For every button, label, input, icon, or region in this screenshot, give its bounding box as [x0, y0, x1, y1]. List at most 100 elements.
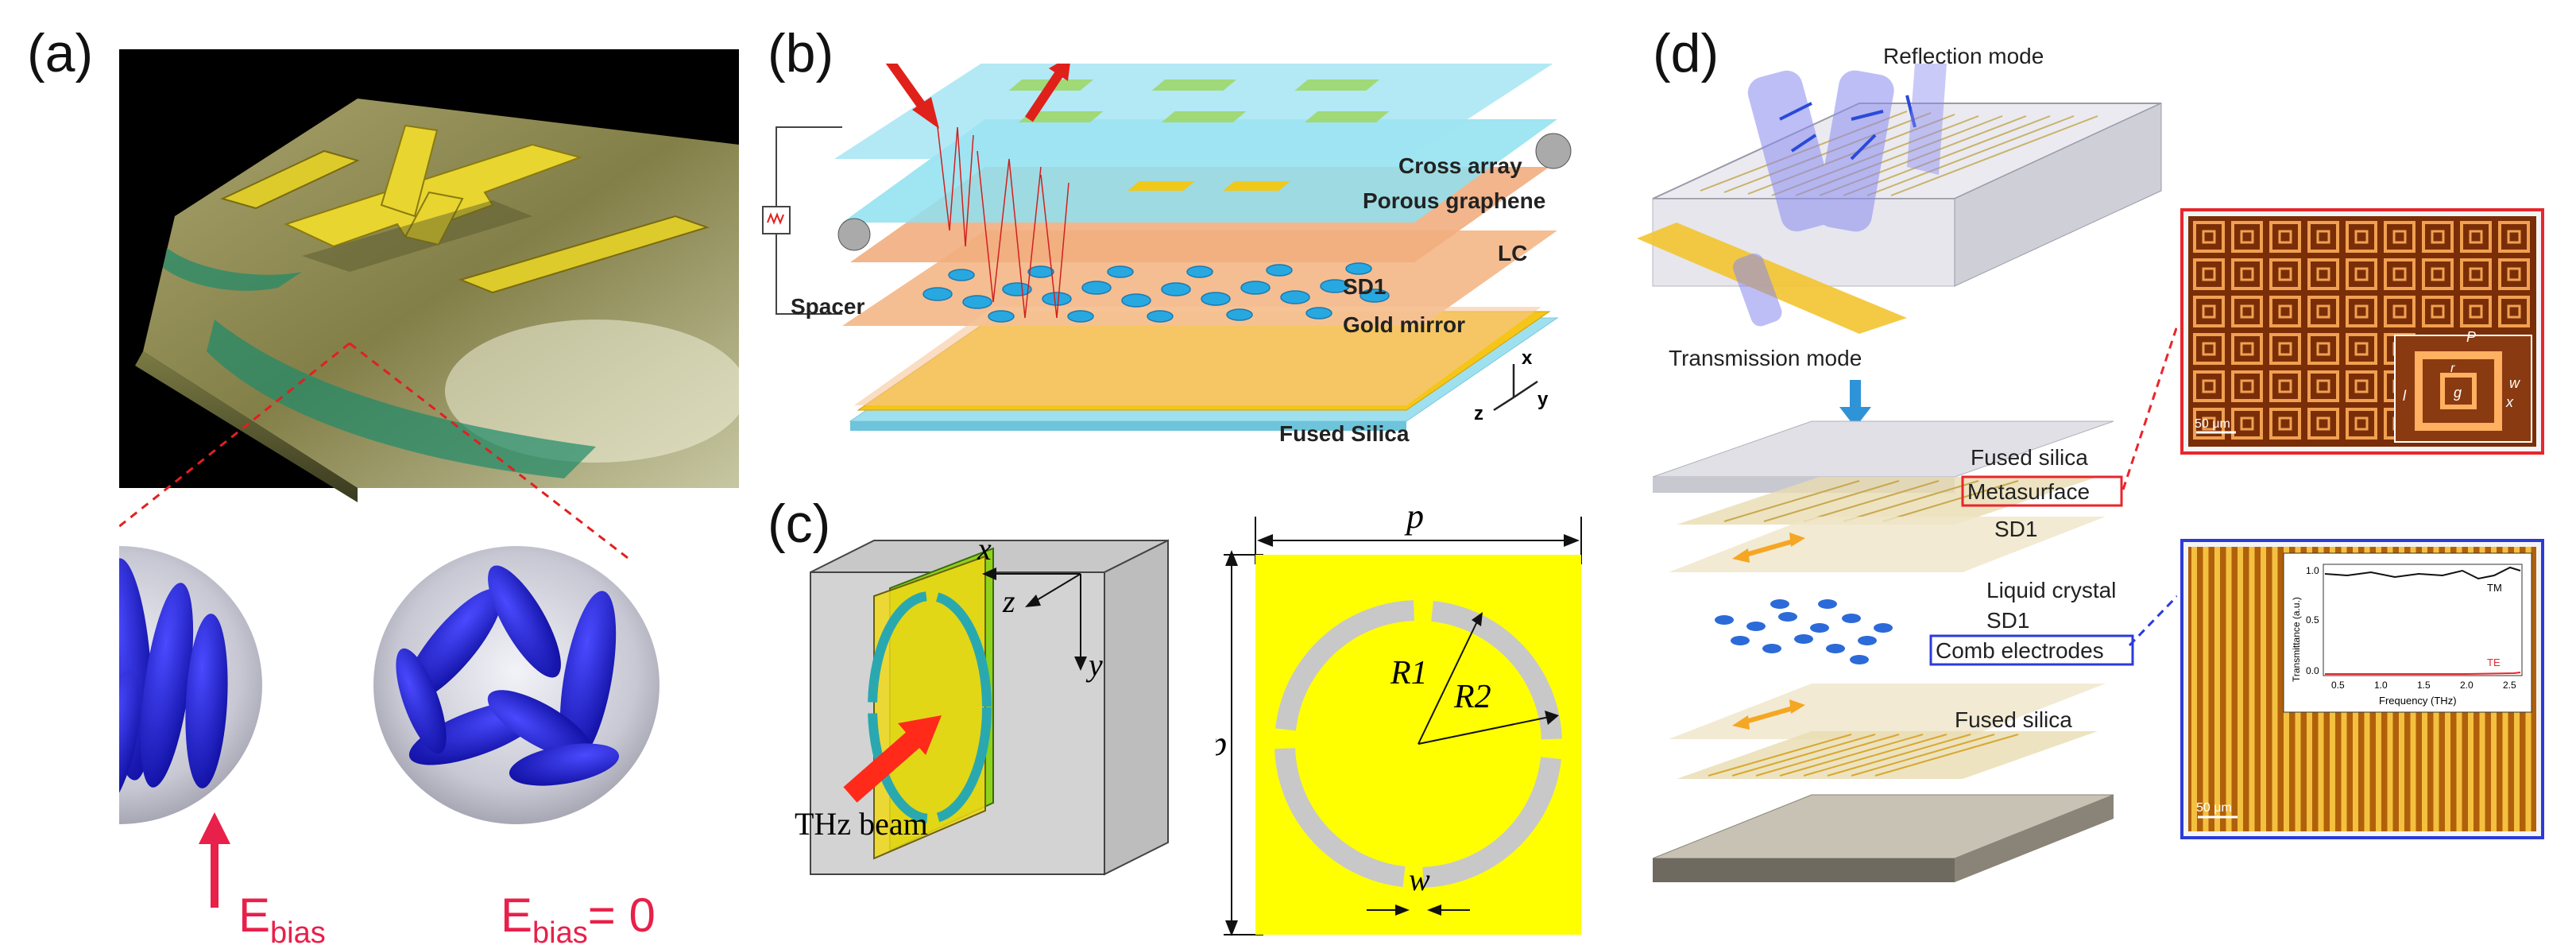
srr-cell [2346, 370, 2377, 402]
srr-cell [2460, 258, 2492, 290]
r2-label: R2 [1453, 679, 1491, 715]
comb-finger [2226, 547, 2232, 831]
comb-connector [2128, 595, 2177, 647]
panel-a-zoom-line-right [349, 342, 629, 560]
srr-cell [2193, 221, 2225, 253]
srr-inner [2354, 267, 2369, 281]
panel-b-figure: Cross array Porous graphene LC SD1 Space… [762, 64, 1572, 446]
reflection-gold-layer [1637, 223, 1907, 334]
srr-inner [2202, 416, 2216, 431]
x-tick-5: 2.5 [2503, 680, 2516, 691]
scale-label: 50 μm [2196, 801, 2232, 815]
metasurface-micrograph: P r g l w x 50 μm [2188, 216, 2536, 447]
layer-sd1-lower [854, 307, 1541, 405]
x-tick-3: 1.5 [2417, 680, 2431, 691]
dim-r-label: r [2450, 362, 2455, 375]
lc-molecule [119, 558, 153, 781]
e-bias-arrowhead [199, 812, 230, 844]
axis-x-label: x [1522, 347, 1533, 369]
tm-curve [2324, 566, 2521, 580]
radius-r1 [1418, 619, 1479, 745]
lc-molecule [559, 591, 617, 764]
panel-a-zoom-line-left [119, 342, 350, 529]
polarization-arrows [1779, 95, 1917, 161]
layer-fused-silica-edge [850, 421, 1406, 431]
r1-label: R1 [1390, 655, 1428, 691]
orange-arrow-top [1739, 538, 1797, 559]
comb-finger [2191, 547, 2197, 831]
lc-bubble-random [373, 546, 659, 824]
srr-cell [2498, 296, 2530, 327]
te-label: TE [2487, 657, 2501, 668]
srr-inner [2240, 267, 2254, 281]
comb-finger [2261, 547, 2266, 831]
transmission-arrow-shaft [1850, 380, 1861, 407]
thz-beam-label: THz beam [795, 806, 928, 842]
panel-a-gold-cross-v [380, 124, 439, 218]
comb-finger [2203, 547, 2209, 831]
srr-inner [2316, 379, 2330, 393]
e-bias-right-label: Ebias= 0 [501, 889, 656, 949]
panel-a-teal-streak [207, 320, 596, 478]
lc-molecule [488, 565, 561, 678]
thz-beam-arrowhead [898, 715, 942, 755]
srr-cell [2422, 221, 2454, 253]
srr-inner [2354, 416, 2369, 431]
te-curve [2325, 672, 2521, 675]
lc-molecule [185, 614, 228, 788]
srr-cell [2231, 333, 2263, 365]
panel-b-axes [1493, 364, 1538, 412]
srr-cell [2193, 408, 2225, 440]
srr-inner [2202, 342, 2216, 356]
stack-sd1-bottom [1669, 684, 2106, 739]
srr-cell [2193, 296, 2225, 327]
split-ring [868, 591, 992, 823]
voltage-source [762, 206, 791, 234]
axis-z-arrow [1032, 573, 1081, 603]
y-tick-2: 0.5 [2306, 614, 2319, 626]
label-spacer: Spacer [791, 294, 864, 319]
panel-c-top-view: p p R1 R2 w [1216, 509, 1582, 936]
srr-inner [2202, 304, 2216, 319]
comb-electrodes-label-box [1929, 634, 2134, 666]
split-ring-outer [1274, 600, 1562, 888]
srr-cell [2269, 370, 2301, 402]
panel-a-gold-bar-left [220, 149, 360, 210]
label-fused-silica: Fused Silica [1279, 421, 1410, 446]
srr-cell [2346, 296, 2377, 327]
srr-cell [2384, 258, 2415, 290]
srr-inner [2278, 342, 2292, 356]
srr-cell [2384, 221, 2415, 253]
srr-cell [2346, 333, 2377, 365]
srr-cell [2231, 221, 2263, 253]
y-tick-3: 0.0 [2306, 665, 2319, 676]
srr-cell [2307, 408, 2339, 440]
srr-inner [2202, 230, 2216, 244]
axis-z-label: z [1474, 403, 1483, 424]
panel-a-gold-cross-v2 [404, 191, 464, 246]
srr-inner [2469, 304, 2483, 319]
comb-finger [2214, 547, 2220, 831]
srr-inner [2240, 379, 2254, 393]
comb-micrograph-frame: 50 μm Transmittance (a.u.) Frequency (TH… [2180, 539, 2544, 839]
srr-inner [2316, 304, 2330, 319]
reflection-mode-label: Reflection mode [1883, 48, 2044, 68]
label-liquid-crystal: Liquid crystal [1986, 578, 2116, 602]
panel-a-label: (a) [27, 23, 94, 83]
srr-cell [2231, 408, 2263, 440]
srr-inner [2392, 304, 2407, 319]
srr-inner [2240, 342, 2254, 356]
incident-beam [885, 64, 930, 114]
lc-molecule [140, 583, 194, 788]
srr-inner [2354, 342, 2369, 356]
stack-metasurface [1677, 477, 2098, 525]
thz-beam-arrow [843, 731, 921, 803]
lc-molecule [396, 648, 447, 754]
srr-inner [2431, 304, 2445, 319]
srr-grid [2193, 221, 2530, 440]
srr-cell [2193, 333, 2225, 365]
srr-cell [2422, 258, 2454, 290]
srr-inner [2354, 379, 2369, 393]
plot-xlabel: Frequency (THz) [2379, 695, 2457, 707]
panel-b-label: (b) [768, 23, 834, 83]
